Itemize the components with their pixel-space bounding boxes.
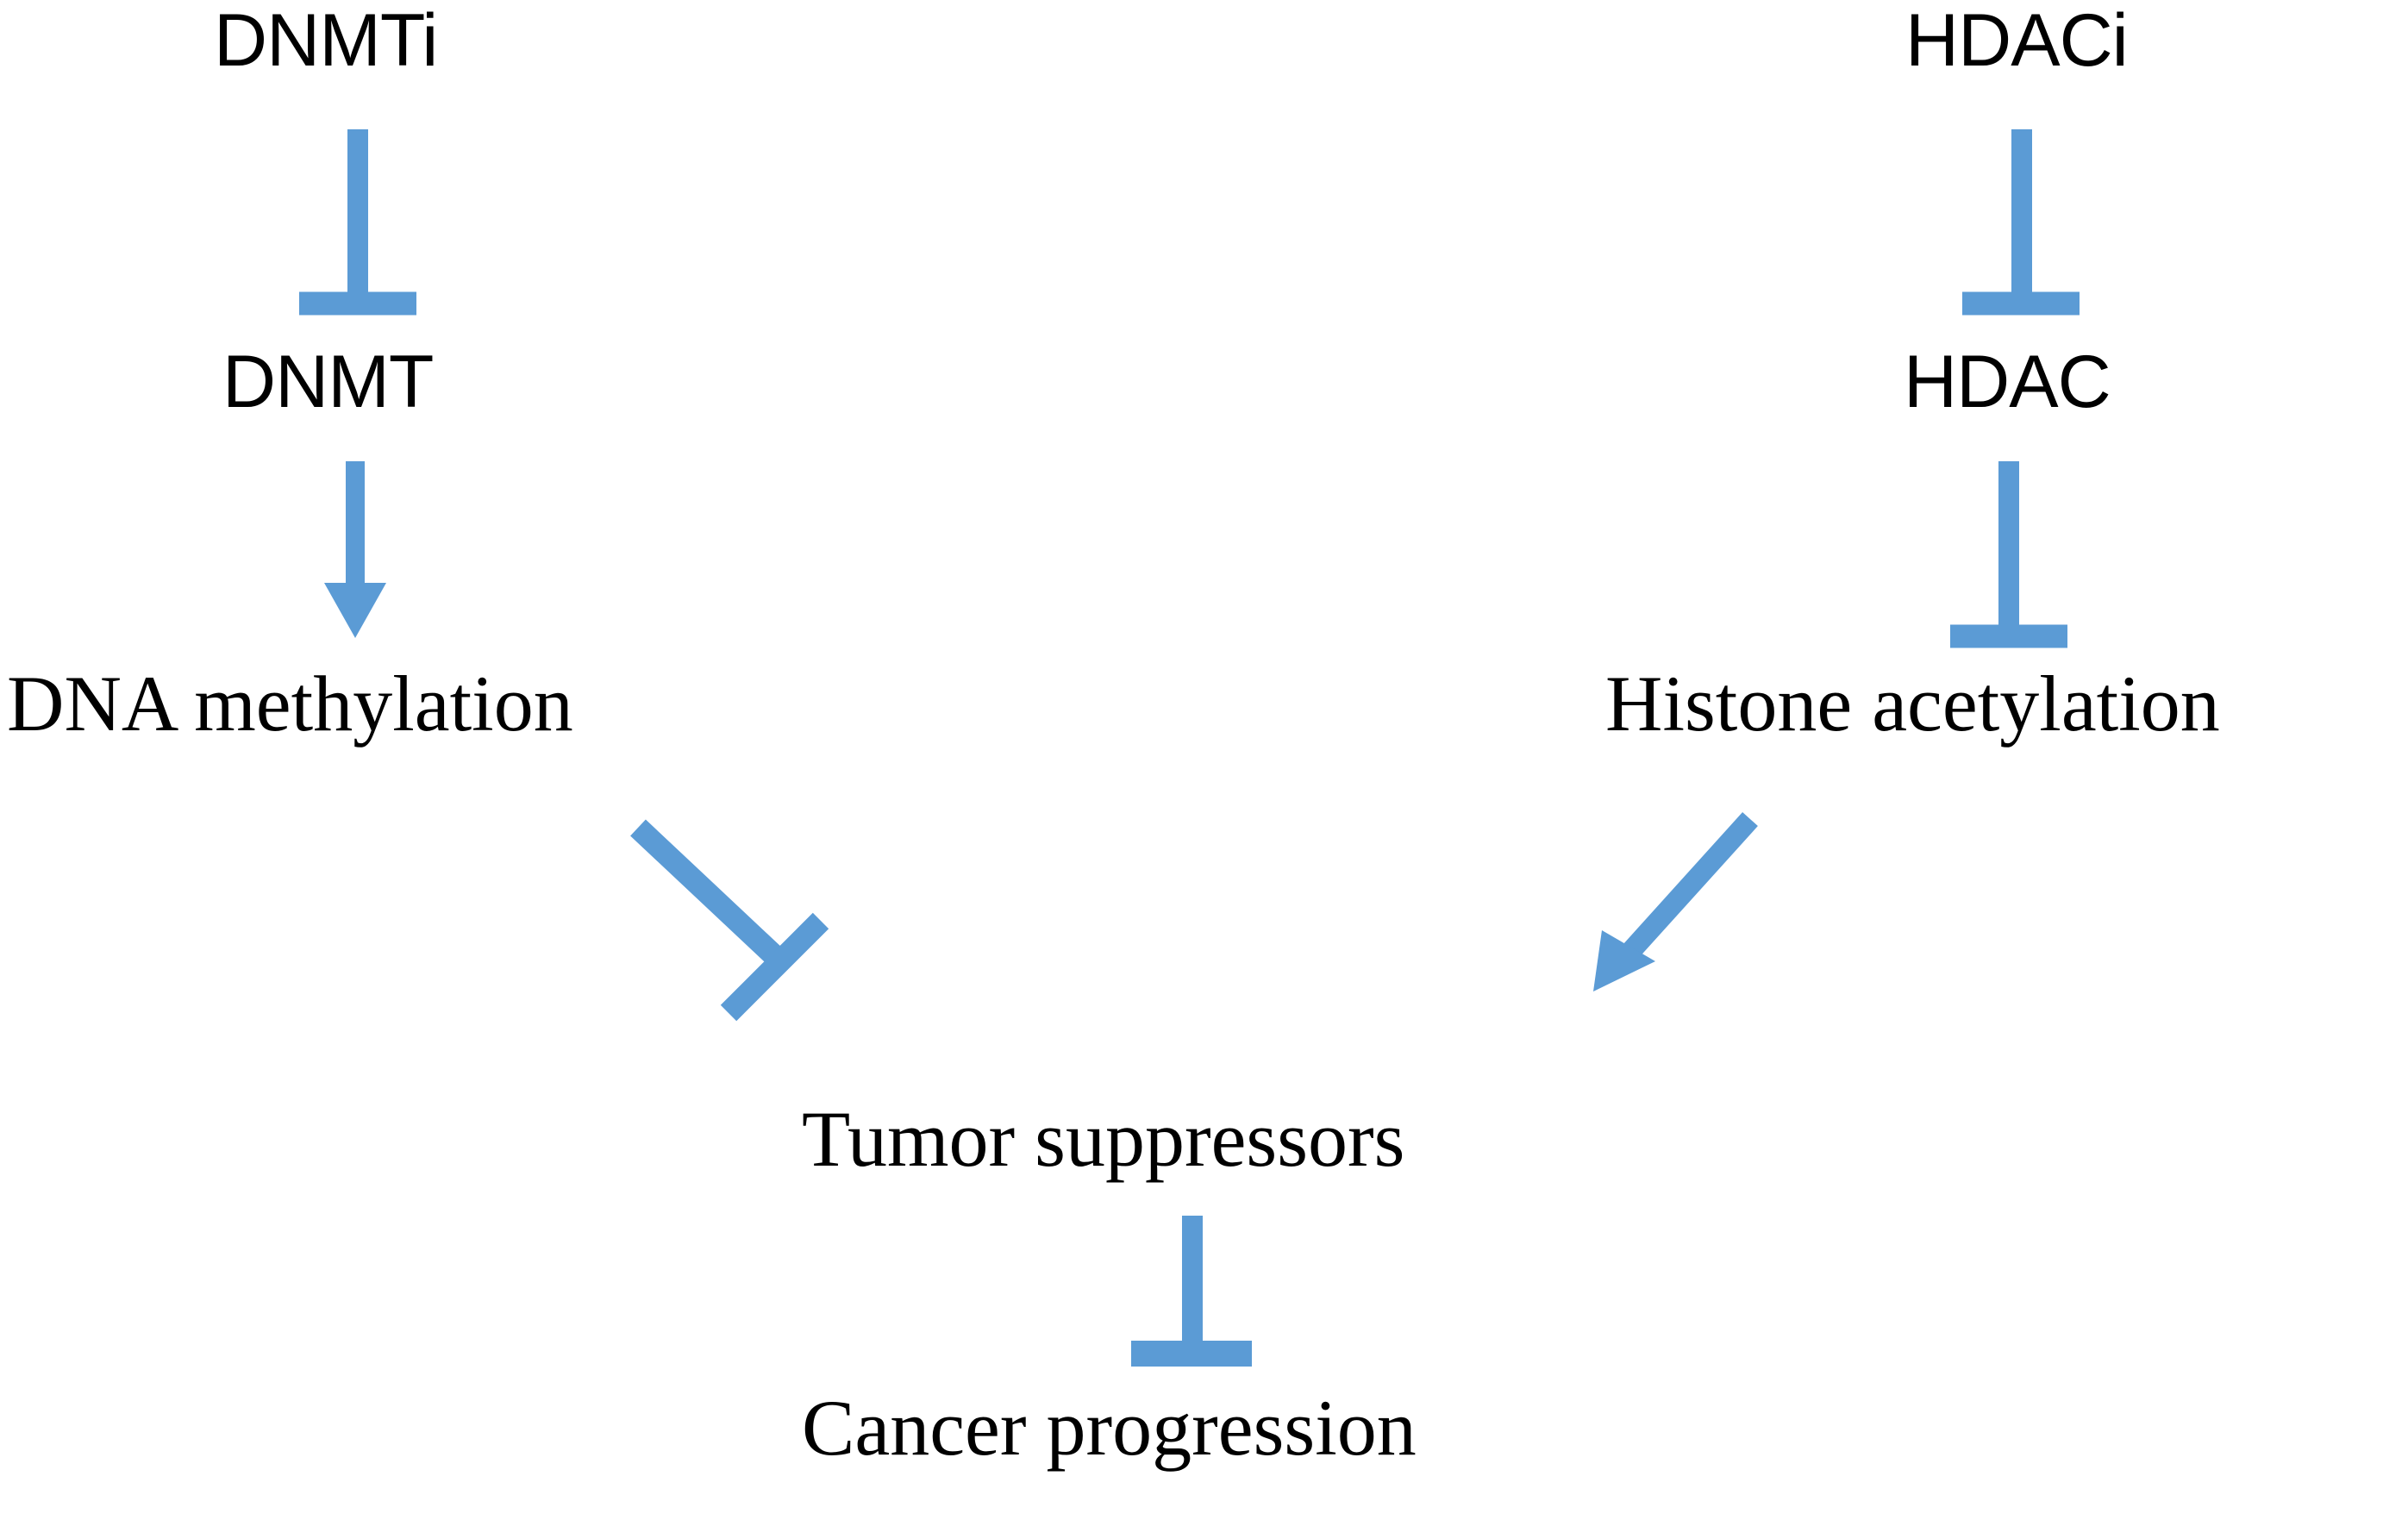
node-label-hdaci: HDACi	[1905, 0, 2129, 82]
connector-dnameth-inhibits-tumorsupp	[630, 819, 829, 1022]
node-label-dnmti: DNMTi	[214, 0, 438, 82]
node-label-hdac: HDAC	[1904, 341, 2111, 423]
node-label-tumor-suppressors: Tumor suppressors	[802, 1095, 1405, 1183]
connector-hdac-inhibits-histone	[1950, 461, 2067, 648]
node-label-histone-acetylation: Histone acetylation	[1605, 660, 2220, 747]
connector-tumorsupp-inhibits-cancer	[1131, 1216, 1252, 1367]
connector-dnmti-inhibits-dnmt	[299, 129, 416, 316]
connector-hdaci-inhibits-hdac	[1962, 129, 2080, 316]
node-label-dna-methylation: DNA methylation	[7, 660, 573, 747]
connector-dnmt-promotes-dnameth	[324, 461, 386, 638]
node-label-cancer-progression: Cancer progression	[802, 1384, 1417, 1472]
node-label-dnmt: DNMT	[222, 341, 434, 423]
connector-histone-promotes-tumorsupp	[1593, 811, 1758, 991]
